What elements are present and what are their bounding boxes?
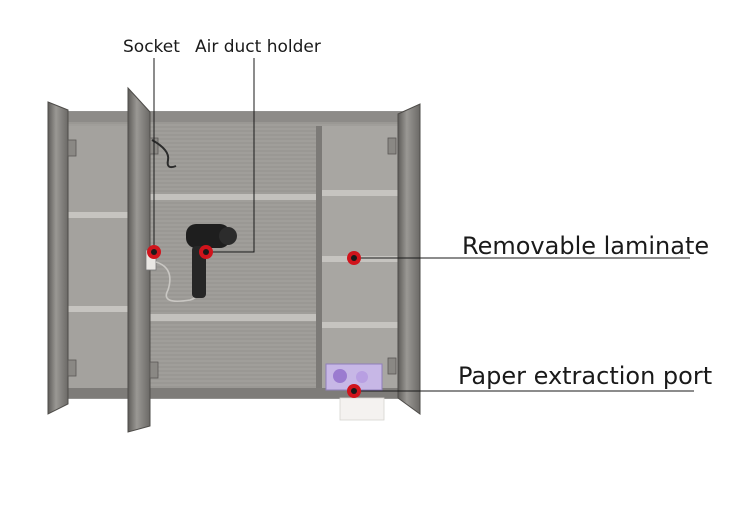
- air-duct-holder-label: Air duct holder: [195, 37, 321, 57]
- removable-laminate-label: Removable laminate: [462, 232, 710, 260]
- socket-marker: [147, 245, 161, 259]
- middle-door: [127, 86, 151, 433]
- shelf-middle-upper: [140, 194, 316, 200]
- air-duct-leader-line: [206, 58, 255, 253]
- hair-dryer-icon: [155, 224, 237, 303]
- laminate-marker: [347, 251, 361, 265]
- air-duct-marker: [199, 245, 213, 259]
- left-door: [47, 101, 69, 415]
- shelf-right-3: [322, 322, 414, 328]
- paper-extraction-port-label: Paper extraction port: [458, 362, 713, 390]
- shelves: [66, 190, 414, 328]
- shelf-middle-lower: [140, 314, 316, 321]
- cabinet-body: [61, 111, 419, 399]
- removable-shelf: [322, 256, 414, 262]
- callout-markers: [147, 245, 361, 398]
- right-door: [397, 103, 421, 415]
- shelf-right-1: [322, 190, 414, 196]
- shelf-left-1: [66, 212, 136, 218]
- callout-lines: [153, 58, 694, 392]
- paper-port-marker: [347, 384, 361, 398]
- shelf-left-2: [66, 306, 136, 312]
- socket-label: Socket: [123, 37, 180, 57]
